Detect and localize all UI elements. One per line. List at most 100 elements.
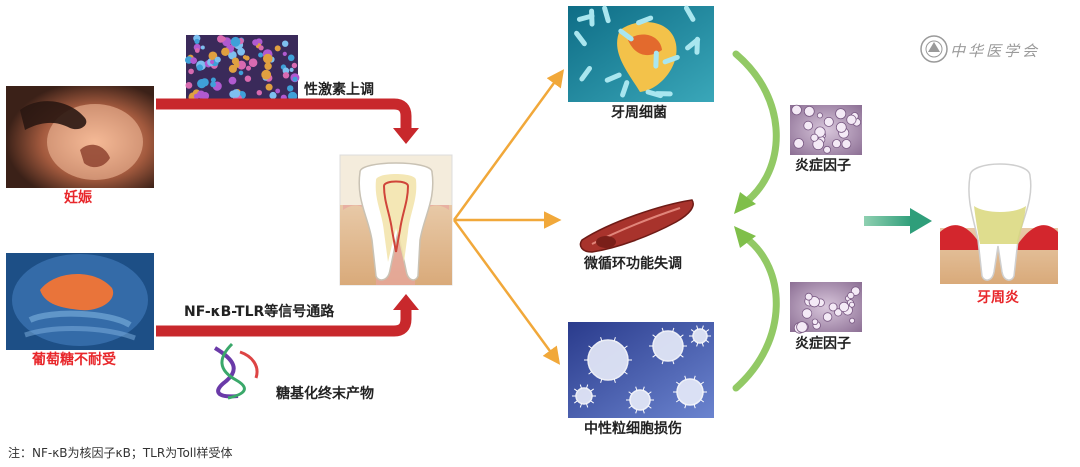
neutrophil-spike	[679, 334, 684, 338]
neutrophil-spike	[579, 403, 583, 408]
inflam-cell	[828, 302, 838, 312]
label-bacteria: 牙周细菌	[611, 105, 667, 121]
molecule-dot	[263, 53, 273, 64]
hormone-arrow	[156, 98, 419, 144]
molecule-dot	[194, 48, 200, 53]
inflam-cell	[848, 301, 855, 308]
neutrophil-spike	[590, 388, 595, 392]
molecule-dot	[244, 75, 252, 82]
molecule-dot	[228, 76, 237, 85]
molecule-dot	[275, 88, 281, 94]
molecule-dot	[248, 58, 258, 67]
molecule-dot	[200, 45, 205, 50]
molecule-dot	[228, 50, 237, 60]
molecule-dot	[282, 72, 290, 79]
bacterium-rod	[574, 30, 587, 47]
molecule-dot	[188, 68, 194, 75]
neutrophil-spike	[635, 386, 638, 391]
molecule-dot	[237, 47, 246, 56]
inflam-cell	[803, 120, 813, 131]
inflam-cell	[832, 139, 842, 149]
neutrophil-spike	[672, 360, 675, 365]
neutrophil-cell	[629, 389, 651, 411]
inflam-cell	[841, 139, 852, 149]
orange-arrow-bacteria	[452, 69, 565, 221]
molecule-dot	[242, 55, 248, 60]
neutrophil-spike	[613, 378, 616, 383]
inflam-cell	[823, 116, 834, 127]
bacterium-rod	[654, 91, 673, 97]
neutrophil-spike	[701, 325, 704, 330]
neutrophil-spike	[693, 404, 696, 409]
inflam-cell	[816, 112, 823, 119]
neutrophil-spike	[600, 337, 603, 342]
neutrophil-spike	[585, 403, 589, 408]
logo-seal	[920, 35, 948, 63]
neutrophil-spike	[573, 400, 578, 404]
orange-arrow-neutrophil	[452, 219, 561, 365]
inflam-cell	[823, 145, 831, 154]
inflam-cell	[803, 106, 815, 117]
inflam-cell	[822, 312, 833, 322]
molecule-dot	[238, 70, 244, 76]
neutrophil-spike	[696, 342, 699, 347]
molecule-dot	[190, 57, 198, 64]
molecule-dot	[261, 69, 272, 80]
inflam-cell	[791, 104, 802, 116]
neutrophil-spike	[642, 386, 645, 391]
neutrophil-cell	[652, 330, 684, 362]
molecule-dot	[258, 45, 264, 51]
neutrophil-spike	[684, 404, 687, 409]
neutrophil-spike	[675, 399, 680, 403]
molecule-dot	[229, 90, 237, 98]
label-age: 糖基化终末产物	[276, 386, 374, 402]
molecule-dot	[210, 77, 216, 83]
central-tooth-image	[339, 154, 453, 286]
neutrophil-spike	[590, 400, 595, 404]
molecule-dot	[210, 81, 217, 88]
inflam-cell	[835, 108, 847, 120]
label-neutrophil: 中性粒细胞损伤	[584, 421, 682, 437]
age-molecule-image	[213, 342, 259, 400]
bacterium-rod	[602, 5, 611, 24]
neutrophil-spike	[600, 378, 603, 383]
neutrophil-cell	[692, 328, 708, 344]
molecule-dot	[197, 79, 207, 89]
label-periodontitis: 牙周炎	[977, 290, 1019, 306]
molecule-dot	[265, 83, 273, 91]
molecule-dot	[194, 38, 200, 45]
molecule-dot	[282, 67, 290, 75]
label-glucose: 葡萄糖不耐受	[32, 352, 116, 368]
molecule-dot	[210, 59, 215, 65]
inflam-cell	[801, 308, 813, 319]
bacterium-rod	[604, 72, 622, 83]
neutrophil-spike	[642, 409, 645, 414]
molecule-dot	[214, 56, 221, 63]
footnote: 注：NF-κB为核因子κB；TLR为Toll样受体	[8, 446, 233, 460]
neutrophil-spike	[647, 391, 652, 395]
inflam-cell	[796, 321, 808, 333]
pathway-arrow	[156, 294, 419, 337]
neutrophil-spike	[588, 345, 593, 349]
neutrophil-spike	[588, 371, 593, 375]
neutrophil-cell	[575, 387, 593, 405]
inflam-cell	[804, 292, 813, 301]
molecule-dot	[282, 40, 289, 47]
molecule-dot	[287, 54, 295, 62]
bacterium-rod	[576, 13, 595, 22]
neutrophil-spike	[705, 339, 710, 343]
neutrophil-spike	[661, 327, 664, 332]
molecule-dot	[230, 36, 241, 47]
inflam-cell	[846, 114, 857, 125]
inflam-cell	[835, 122, 847, 133]
neutrophil-spike	[700, 381, 705, 385]
neutrophil-spike	[652, 354, 657, 358]
neutrophil-spike	[675, 381, 680, 385]
molecule-dot	[185, 82, 193, 89]
bacterium-rod	[579, 65, 593, 82]
inflam-cell	[814, 126, 826, 138]
pregnancy-image	[6, 86, 154, 188]
bacterium-rod	[618, 28, 634, 42]
molecule-dot	[269, 91, 277, 100]
